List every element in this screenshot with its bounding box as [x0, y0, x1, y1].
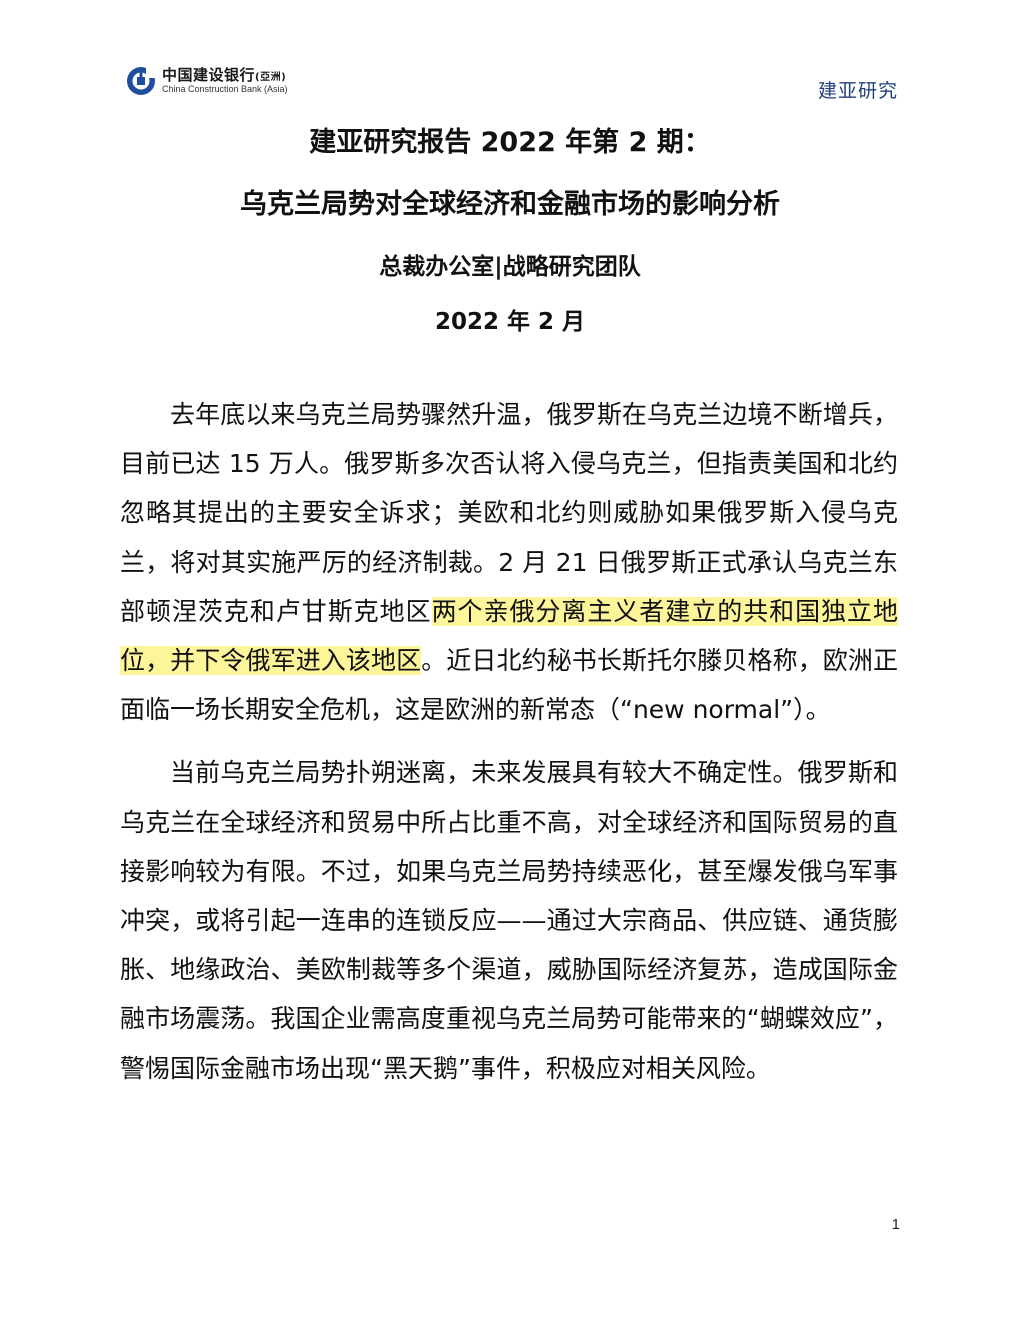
report-date: 2022 年 2 月 [434, 309, 586, 335]
paragraph-2: 当前乌克兰局势扑朔迷离，未来发展具有较大不确定性。俄罗斯和乌克兰在全球经济和贸易… [120, 758, 898, 1083]
header-series-label: 建亚研究 [817, 80, 898, 102]
paragraph-1-text-a: 去年底以来乌克兰局势骤然升温，俄罗斯在乌克兰边境不断增兵，目前已达 15 万人。… [120, 400, 898, 626]
logo-english-name: China Construction Bank (Asia) [162, 84, 288, 94]
logo-text: 中国建设银行(亞洲) China Construction Bank (Asia… [162, 68, 288, 94]
page-number: 1 [891, 1216, 900, 1233]
report-subtitle: 乌克兰局势对全球经济和金融市场的影响分析 [240, 189, 780, 220]
logo-chinese-suffix: (亞洲) [255, 72, 287, 83]
report-title: 建亚研究报告 2022 年第 2 期： [309, 127, 711, 158]
document-title-block: 建亚研究报告 2022 年第 2 期： 乌克兰局势对全球经济和金融市场的影响分析… [0, 120, 1020, 339]
logo-chinese-main: 中国建设银行 [162, 66, 256, 84]
document-body: 去年底以来乌克兰局势骤然升温，俄罗斯在乌克兰边境不断增兵，目前已达 15 万人。… [120, 390, 898, 1093]
bank-logo: 中国建设银行(亞洲) China Construction Bank (Asia… [126, 64, 288, 98]
paragraph-1-text-b: 。近日北约秘书长斯托尔滕贝格称，欧洲正面临一场长期安全危机，这是欧洲的新常态（“… [120, 646, 898, 725]
author-team: 总裁办公室|战略研究团队 [379, 254, 641, 280]
paragraph-1: 去年底以来乌克兰局势骤然升温，俄罗斯在乌克兰边境不断增兵，目前已达 15 万人。… [120, 390, 898, 734]
logo-chinese-name: 中国建设银行(亞洲) [162, 68, 288, 83]
ccb-logo-icon [127, 66, 156, 95]
